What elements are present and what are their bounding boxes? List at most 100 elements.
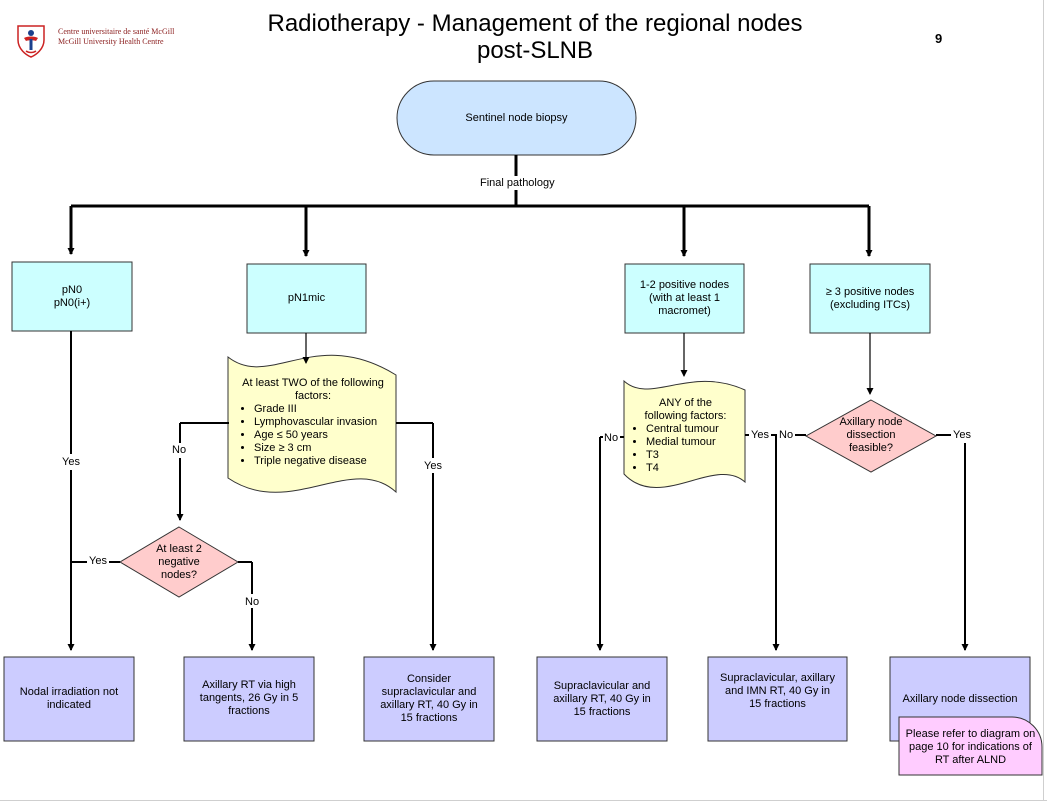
outcome-box-2 <box>183 656 315 742</box>
outcome-2-line-1: Axillary RT via high <box>202 679 296 691</box>
category-box-3-plus-positive <box>809 263 931 334</box>
decision-ax-line-1: Axillary node <box>839 415 903 428</box>
outcome-3-line-3: axillary RT, 40 Gy in <box>380 699 478 711</box>
factors-any-list: Central tumour Medial tumour T3 T4 <box>628 423 743 475</box>
no-label-factors-any: No <box>604 432 619 444</box>
outcome-3-text: Consider supraclavicular and axillary RT… <box>364 657 494 741</box>
factor-item: Lymphovascular invasion <box>254 416 394 429</box>
category-3-plus-positive-text: ≥ 3 positive nodes (excluding ITCs) <box>810 264 930 333</box>
no-label-factors-two: No <box>172 444 187 456</box>
page-edge-bottom <box>0 800 1047 801</box>
shield-logo-icon <box>17 25 45 58</box>
factor-item: Grade III <box>254 403 394 416</box>
outcome-3-line-2: supraclavicular and <box>381 686 477 698</box>
factors-two-heading-1: At least TWO of the following <box>242 377 384 389</box>
outcome-box-1 <box>3 656 135 742</box>
yes-label-factors-any: Yes <box>751 429 769 441</box>
factor-item: Medial tumour <box>646 436 743 449</box>
outcome-5-line-2: and IMN RT, 40 Gy in <box>725 685 830 697</box>
category-box-pn1mic <box>246 263 367 334</box>
category-3-plus-line-2: (excluding ITCs) <box>829 298 911 311</box>
factor-item: Central tumour <box>646 423 743 436</box>
title-line-1: Radiotherapy - Management of the regiona… <box>267 10 803 37</box>
final-pathology-label: Final pathology <box>479 177 556 189</box>
category-1-2-line-1: 1-2 positive nodes <box>639 279 730 291</box>
logo-text-fr: Centre universitaire de santé McGill <box>58 27 175 36</box>
category-1-2-positive-text: 1-2 positive nodes (with at least 1 macr… <box>625 264 744 333</box>
no-label-decision-neg: No <box>245 596 260 608</box>
start-label: Sentinel node biopsy <box>465 111 568 124</box>
decision-ax-line-2: dissection <box>846 428 896 441</box>
note-line-2: page 10 for indications of <box>909 740 1032 753</box>
outcome-4-text: Supraclavicular and axillary RT, 40 Gy i… <box>537 657 667 741</box>
page-number: 9 <box>935 31 943 46</box>
note-line-3: RT after ALND <box>934 753 1007 766</box>
logo-text-en: McGill University Health Centre <box>58 37 164 46</box>
outcome-6-text: Axillary node dissection <box>902 692 1018 705</box>
decision-neg-line-2: negative <box>158 555 200 568</box>
decision-neg-line-3: nodes? <box>160 568 198 581</box>
decision-neg-line-1: At least 2 <box>156 542 202 555</box>
page-edge-right <box>1043 0 1044 800</box>
category-box-pn0 <box>11 261 133 332</box>
outcome-3-line-4: 15 fractions <box>400 712 458 724</box>
muhc-logo <box>16 24 46 58</box>
category-pn0-line-1: pN0 <box>61 283 83 296</box>
outcome-5-line-3: 15 fractions <box>749 698 806 710</box>
factors-two-list: Grade III Lymphovascular invasion Age ≤ … <box>232 403 394 468</box>
branch-connectors <box>67 331 969 651</box>
yes-label-factors-two: Yes <box>424 460 442 472</box>
outcome-4-line-1: Supraclavicular and <box>553 679 651 692</box>
logo-text: Centre universitaire de santé McGill McG… <box>58 27 174 47</box>
note-shape <box>898 716 1043 776</box>
no-label-axillary: No <box>779 429 794 441</box>
yes-label-axillary: Yes <box>953 429 971 441</box>
decision-axillary-text: Axillary node dissection feasible? <box>821 410 921 460</box>
decision-negative-nodes-shape <box>119 526 239 598</box>
note-line-1: Please refer to diagram on <box>905 727 1036 740</box>
factor-item: Age ≤ 50 years <box>254 429 394 442</box>
outcome-1-text: Nodal irradiation not indicated <box>4 657 134 741</box>
outcome-2-text: Axillary RT via high tangents, 26 Gy in … <box>184 657 314 741</box>
factors-any-heading-2: following factors: <box>644 410 727 422</box>
factor-item: Size ≥ 3 cm <box>254 442 394 455</box>
category-1-2-line-3: macromet) <box>658 305 711 317</box>
category-1-2-line-2: (with at least 1 <box>649 292 720 304</box>
category-pn0-text: pN0 pN0(i+) <box>12 262 132 331</box>
title-line-2: post-SLNB <box>476 37 594 64</box>
factors-any-heading-1: ANY of the <box>659 397 712 409</box>
factors-two-shape <box>227 354 397 494</box>
note-text: Please refer to diagram on page 10 for i… <box>899 720 1042 774</box>
factors-two-heading-2: factors: <box>294 390 332 402</box>
outcome-4-line-3: 15 fractions <box>573 705 631 718</box>
factors-two-text: At least TWO of the following factors: G… <box>232 377 394 468</box>
factor-item: T3 <box>646 449 743 462</box>
outcome-2-line-2: tangents, 26 Gy in 5 <box>199 692 299 704</box>
decision-ax-line-3: feasible? <box>848 441 894 454</box>
yes-label-pn0: Yes <box>62 456 80 468</box>
outcome-4-line-2: axillary RT, 40 Gy in <box>553 692 651 705</box>
main-split-connectors <box>67 155 873 257</box>
outcome-box-5 <box>707 656 848 742</box>
outcome-2-line-3: fractions <box>228 705 270 717</box>
category-pn0-line-2: pN0(i+) <box>53 296 91 309</box>
category-3-plus-line-1: ≥ 3 positive nodes <box>825 285 915 298</box>
decision-negative-nodes-text: At least 2 negative nodes? <box>130 537 228 587</box>
outcome-3-line-1: Consider <box>406 673 452 685</box>
factors-any-shape <box>623 379 746 488</box>
outcome-5-line-1: Supraclavicular, axillary <box>720 672 835 684</box>
page-title: Radiotherapy - Management of the regiona… <box>215 10 855 64</box>
outcome-1-line-1: Nodal irradiation not <box>19 686 119 698</box>
category-box-1-2-positive <box>624 263 745 334</box>
decision-axillary-shape <box>804 399 938 473</box>
yes-label-decision-neg: Yes <box>89 555 107 567</box>
factor-item: Triple negative disease <box>254 455 394 468</box>
outcome-1-line-2: indicated <box>46 699 92 711</box>
outcome-box-4 <box>536 656 668 742</box>
factors-any-text: ANY of the following factors: Central tu… <box>628 397 743 475</box>
category-pn1mic-text: pN1mic <box>287 292 326 304</box>
factor-item: T4 <box>646 462 743 475</box>
outcome-5-text: Supraclavicular, axillary and IMN RT, 40… <box>708 657 847 741</box>
outcome-box-3 <box>363 656 495 742</box>
